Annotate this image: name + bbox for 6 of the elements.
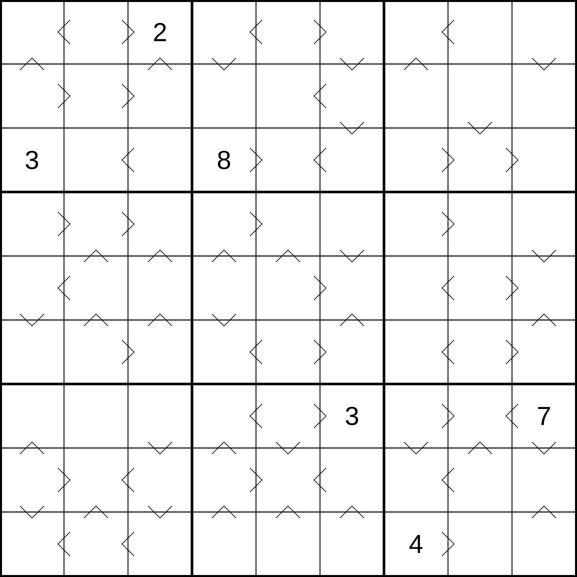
given-digit: 2: [154, 22, 166, 42]
given-digit: 4: [409, 535, 422, 553]
given-digit: 8: [218, 150, 230, 170]
given-digit: 7: [538, 407, 550, 425]
given-digit: 3: [26, 150, 38, 170]
given-digit: 3: [346, 406, 358, 426]
